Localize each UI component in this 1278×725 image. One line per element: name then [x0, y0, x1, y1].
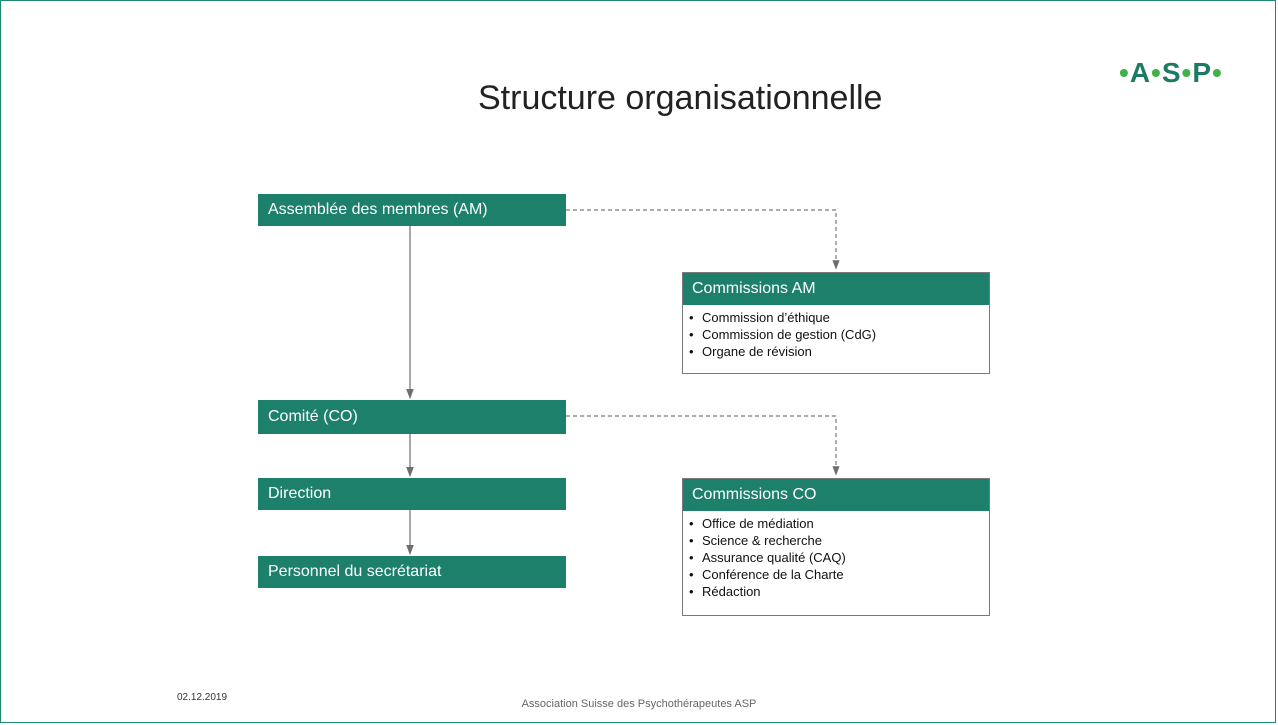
- list-item: Science & recherche: [689, 532, 989, 549]
- logo-letter-s: S: [1161, 57, 1182, 88]
- node-comite: Comité (CO): [258, 400, 566, 434]
- list-item: Assurance qualité (CAQ): [689, 549, 989, 566]
- footer-date: 02.12.2019: [177, 692, 228, 703]
- commissions-co-panel: Commissions CO Office de médiation Scien…: [682, 478, 990, 616]
- logo-letter-a: A: [1129, 57, 1152, 88]
- list-item: Organe de révision: [689, 343, 989, 360]
- list-item: Commission de gestion (CdG): [689, 326, 989, 343]
- commissions-co-list: Office de médiation Science & recherche …: [683, 515, 989, 600]
- list-item: Office de médiation: [689, 515, 989, 532]
- logo-dot: •: [1181, 57, 1193, 88]
- logo-dot: •: [1212, 57, 1223, 88]
- asp-logo: •A•S•P•: [1119, 57, 1223, 89]
- commissions-am-title: Commissions AM: [683, 273, 989, 305]
- footer-org: Association Suisse des Psychothérapeutes…: [521, 698, 757, 710]
- logo-letter-p: P: [1192, 57, 1213, 88]
- logo-dot: •: [1151, 57, 1162, 88]
- node-direction: Direction: [258, 478, 566, 510]
- connector-am-commissions: [566, 209, 840, 270]
- node-personnel: Personnel du secrétariat: [258, 556, 566, 588]
- logo-dot: •: [1119, 57, 1130, 88]
- commissions-am-panel: Commissions AM Commission d’éthique Comm…: [682, 272, 990, 374]
- list-item: Commission d’éthique: [689, 309, 989, 326]
- list-item: Conférence de la Charte: [689, 566, 989, 583]
- connector-co-commissions: [566, 415, 840, 476]
- node-assemblee: Assemblée des membres (AM): [258, 194, 566, 226]
- commissions-co-title: Commissions CO: [683, 479, 989, 511]
- page-title: Structure organisationnelle: [478, 79, 883, 117]
- commissions-am-list: Commission d’éthique Commission de gesti…: [683, 309, 989, 360]
- list-item: Rédaction: [689, 583, 989, 600]
